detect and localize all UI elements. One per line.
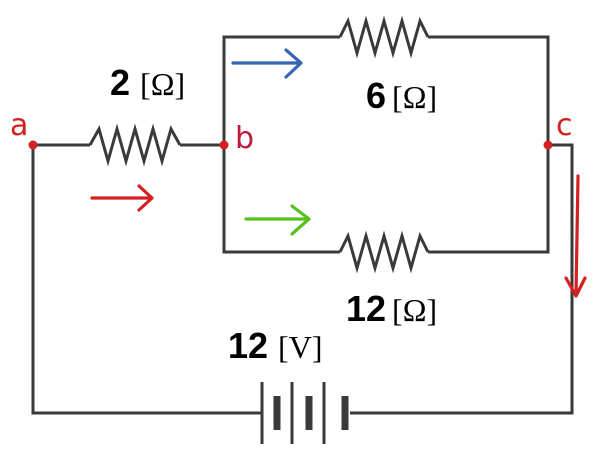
resistor-6ohm <box>338 15 430 59</box>
arrow-green <box>244 204 311 236</box>
r1-unit: [Ω] <box>140 66 185 102</box>
label-battery: 12 [V] <box>228 325 322 366</box>
arrow-blue-head <box>284 48 303 79</box>
wire-battery-to-right <box>350 143 574 415</box>
r2-value: 6 <box>366 75 386 116</box>
battery-symbol <box>260 382 349 444</box>
node-c-dot <box>543 140 553 150</box>
arrow-green-head <box>290 204 311 236</box>
r3-value: 12 <box>346 288 386 329</box>
label-r2: 6 [Ω] <box>366 75 437 116</box>
arrow-red-vertical-shaft <box>574 174 580 297</box>
node-b-label: b <box>235 121 254 156</box>
r2-unit: [Ω] <box>392 79 437 115</box>
battery-unit: [V] <box>278 329 322 365</box>
battery-value: 12 <box>228 325 268 366</box>
resistor-2ohm <box>88 123 182 167</box>
wire-bottom-branch <box>222 145 340 254</box>
wire-left-to-battery <box>31 145 262 415</box>
r1-value: 2 <box>110 62 130 103</box>
arrow-red-vertical-head <box>564 276 587 298</box>
node-a-label: a <box>10 108 28 143</box>
node-c-label: c <box>556 108 573 143</box>
r3-unit: [Ω] <box>392 292 437 328</box>
wire-top-right <box>428 35 550 254</box>
arrow-red-horizontal-head <box>137 184 154 212</box>
arrow-red-vertical <box>564 174 587 298</box>
wire-top-branch <box>222 35 340 145</box>
resistor-12ohm <box>338 230 430 274</box>
arrow-red-horizontal <box>90 184 154 212</box>
label-r3: 12 [Ω] <box>346 288 437 329</box>
arrow-blue <box>231 48 303 79</box>
label-r1: 2 [Ω] <box>110 62 185 103</box>
node-a-dot <box>28 140 38 150</box>
node-b-dot <box>219 140 229 150</box>
